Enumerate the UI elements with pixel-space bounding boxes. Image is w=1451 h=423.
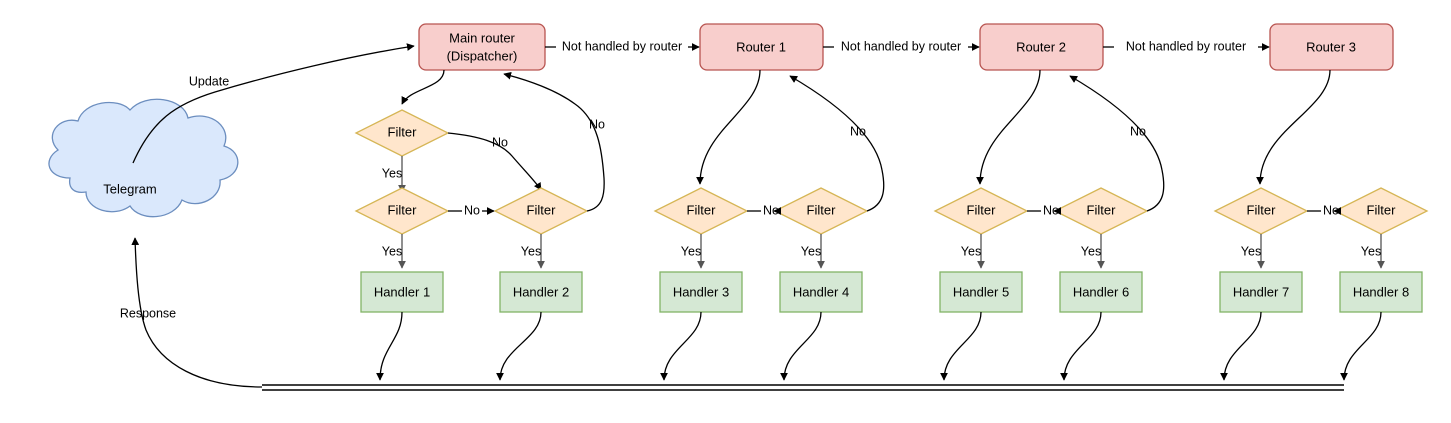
handler-8-label: Handler 8	[1353, 284, 1409, 299]
edge-handler-8-to-bus	[1340, 311, 1382, 381]
filter-c1-label: Filter	[967, 202, 997, 217]
edge-label-no-5: No	[1323, 203, 1339, 217]
edge-handler-4-to-bus	[780, 311, 822, 381]
main-router-label-line1: Main router	[449, 30, 515, 45]
handler-3-box	[659, 271, 743, 313]
edge-label-not-handled-2: Not handled by router	[841, 39, 961, 53]
main-router-label-line2: (Dispatcher)	[447, 48, 518, 63]
edge-label-no-return-1: No	[589, 117, 605, 131]
edge-handler-7-to-bus	[1220, 311, 1262, 381]
node-filter-a2[interactable]: Filter	[354, 187, 450, 235]
edge-label-yes-9: Yes	[1361, 244, 1381, 258]
node-handler-4[interactable]: Handler 4	[779, 271, 863, 313]
handler-6-box	[1059, 271, 1143, 313]
edge-handler-6-to-bus	[1060, 311, 1102, 381]
filter-b1-label: Filter	[687, 202, 717, 217]
edge-label-yes-2: Yes	[382, 244, 402, 258]
cloud-label: Telegram	[103, 181, 156, 196]
edge-label-yes-1: Yes	[382, 166, 402, 180]
router-3-box	[1269, 23, 1394, 71]
edge-label-not-handled-1: Not handled by router	[562, 39, 682, 53]
filter-c2-label: Filter	[1087, 202, 1117, 217]
edge-label-no-return-2: No	[850, 124, 866, 138]
edge-handler-2-to-bus	[496, 311, 542, 381]
edge-label-no-4: No	[1043, 203, 1059, 217]
handler-1-label: Handler 1	[374, 284, 430, 299]
edge-filter-b2-no-return	[789, 75, 885, 212]
edge-mainrouter-to-filter-a1	[401, 69, 445, 105]
edge-handler-5-to-bus	[940, 311, 982, 381]
edge-label-no-3: No	[763, 203, 779, 217]
node-router-2[interactable]: Router 2	[979, 23, 1104, 71]
edge-label-response: Response	[120, 306, 176, 320]
node-filter-b1[interactable]: Filter	[653, 187, 749, 235]
router-3-label: Router 3	[1306, 39, 1356, 54]
handler-5-label: Handler 5	[953, 284, 1009, 299]
filter-a2-label: Filter	[388, 202, 418, 217]
edge-handler-3-to-bus	[660, 311, 702, 381]
edge-response	[131, 237, 263, 388]
filter-d2-label: Filter	[1367, 202, 1397, 217]
filter-a3-label: Filter	[527, 202, 557, 217]
node-filter-a1[interactable]: Filter	[354, 109, 450, 157]
handler-2-label: Handler 2	[513, 284, 569, 299]
node-filter-d2[interactable]: Filter	[1333, 187, 1429, 235]
node-filter-b2[interactable]: Filter	[773, 187, 869, 235]
cloud-shape	[48, 98, 239, 218]
edge-filter-a1-no	[447, 132, 542, 191]
edge-router1-to-filter-b1	[696, 69, 761, 185]
edge-filter-c2-no-return	[1069, 75, 1165, 212]
edge-router2-to-filter-c1	[976, 69, 1041, 185]
node-handler-6[interactable]: Handler 6	[1059, 271, 1143, 313]
edge-label-yes-4: Yes	[681, 244, 701, 258]
edge-label-no-2: No	[464, 203, 480, 217]
filter-d1-label: Filter	[1247, 202, 1277, 217]
handler-3-label: Handler 3	[673, 284, 729, 299]
handler-8-box	[1339, 271, 1423, 313]
edge-label-yes-8: Yes	[1241, 244, 1261, 258]
edge-filter-a3-no-return	[503, 71, 605, 212]
router-2-label: Router 2	[1016, 39, 1066, 54]
node-main-router[interactable]: Main router (Dispatcher)	[418, 23, 546, 71]
handler-1-box	[360, 271, 444, 313]
edge-label-not-handled-3: Not handled by router	[1126, 39, 1246, 53]
node-filter-d1[interactable]: Filter	[1213, 187, 1309, 235]
filter-b2-label: Filter	[807, 202, 837, 217]
edge-update	[132, 43, 415, 164]
edge-label-yes-7: Yes	[1081, 244, 1101, 258]
node-handler-1[interactable]: Handler 1	[360, 271, 444, 313]
edge-label-no-1: No	[492, 135, 508, 149]
node-handler-7[interactable]: Handler 7	[1219, 271, 1303, 313]
edge-label-yes-3: Yes	[521, 244, 541, 258]
edge-router3-to-filter-d1	[1256, 69, 1331, 185]
node-filter-c2[interactable]: Filter	[1053, 187, 1149, 235]
node-handler-5[interactable]: Handler 5	[939, 271, 1023, 313]
edge-label-update: Update	[189, 74, 229, 88]
telegram-cloud-node[interactable]: Telegram	[48, 98, 239, 218]
handler-6-label: Handler 6	[1073, 284, 1129, 299]
node-filter-c1[interactable]: Filter	[933, 187, 1029, 235]
node-router-3[interactable]: Router 3	[1269, 23, 1394, 71]
handler-4-label: Handler 4	[793, 284, 849, 299]
edge-handler-1-to-bus	[376, 311, 403, 381]
edge-label-yes-6: Yes	[961, 244, 981, 258]
edge-label-no-return-3: No	[1130, 124, 1146, 138]
node-router-1[interactable]: Router 1	[699, 23, 824, 71]
handler-2-box	[499, 271, 583, 313]
node-filter-a3[interactable]: Filter	[493, 187, 589, 235]
router-1-label: Router 1	[736, 39, 786, 54]
node-handler-2[interactable]: Handler 2	[499, 271, 583, 313]
handler-7-label: Handler 7	[1233, 284, 1289, 299]
filter-a1-label: Filter	[388, 124, 418, 139]
edge-label-yes-5: Yes	[801, 244, 821, 258]
node-handler-8[interactable]: Handler 8	[1339, 271, 1423, 313]
node-handler-3[interactable]: Handler 3	[659, 271, 743, 313]
